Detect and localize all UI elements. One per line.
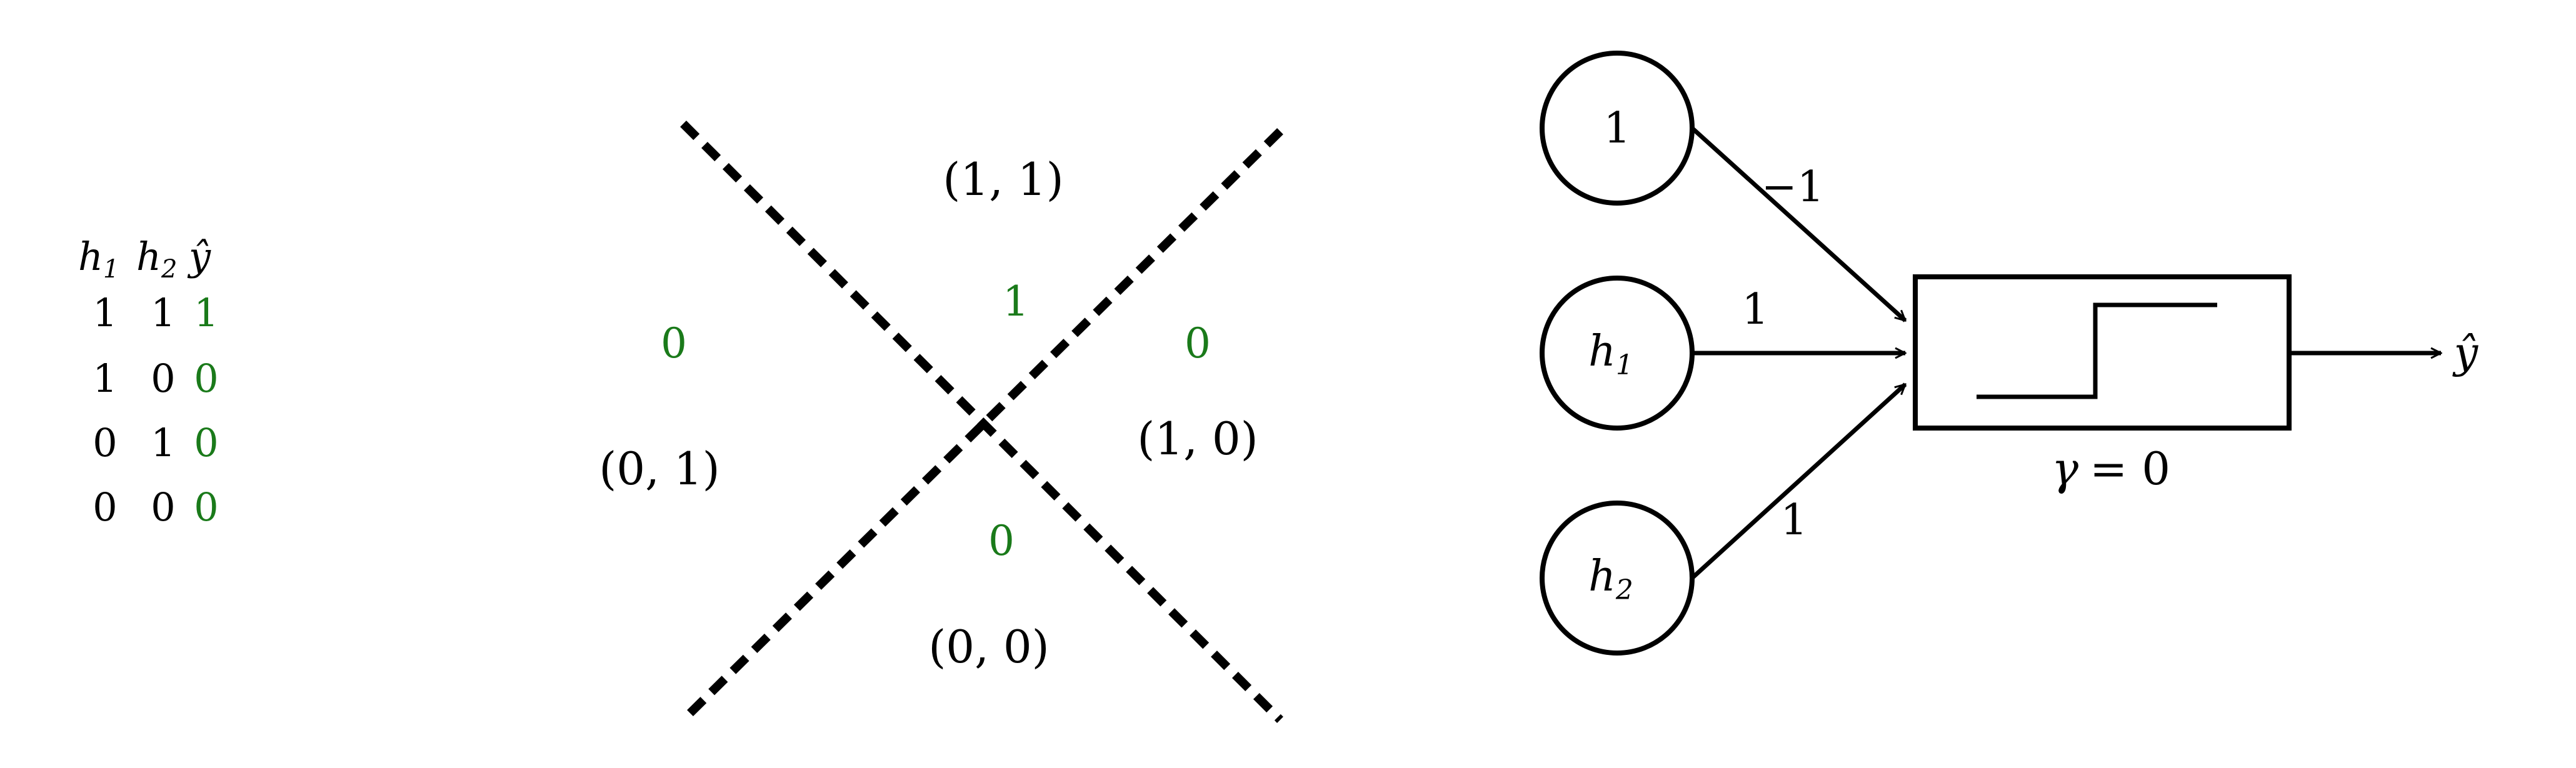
dashed-boundary-line-2 <box>680 128 1283 723</box>
row1-y: 1 <box>194 290 218 336</box>
row2-y: 0 <box>194 356 218 401</box>
truth-table: h1 h2 ŷ 1 1 1 1 0 0 0 1 0 0 0 0 <box>78 234 219 530</box>
row1-h1: 1 <box>93 290 117 336</box>
output-label-left: 0 <box>661 319 687 367</box>
row3-y: 0 <box>194 420 218 466</box>
output-label-y-hat: ŷ <box>2452 329 2479 378</box>
table-row: 0 1 0 <box>93 420 218 466</box>
coord-label-left: (0, 1) <box>599 442 720 495</box>
input-node-h1: h1 <box>1540 276 1695 431</box>
row4-y: 0 <box>194 484 218 530</box>
step-function-icon <box>1977 302 2217 399</box>
row4-h1: 0 <box>93 484 117 530</box>
edge-h2-to-unit <box>1690 382 1905 580</box>
weight-label-bias: −1 <box>1762 162 1824 212</box>
weight-label-h2: 1 <box>1780 496 1807 545</box>
header-y-hat: ŷ <box>187 234 211 279</box>
region-diagram: (1, 1) 1 0 (0, 1) 0 (1, 0) 0 (0, 0) <box>599 121 1283 723</box>
table-row: 0 0 0 <box>93 484 218 530</box>
table-row: 1 0 0 <box>93 356 218 401</box>
row3-h1: 0 <box>93 420 117 466</box>
row3-h2: 1 <box>151 420 175 466</box>
header-h2: h2 <box>136 234 177 284</box>
row2-h1: 1 <box>93 356 117 401</box>
row2-h2: 0 <box>151 356 175 401</box>
perceptron-diagram: 1 h1 h2 −1 1 1 γ= 0 ŷ <box>1540 51 2479 656</box>
step-activation-box <box>1913 274 2292 431</box>
coord-label-bottom: (0, 0) <box>928 621 1050 673</box>
output-label-bottom: 0 <box>988 517 1015 565</box>
coord-label-top: (1, 1) <box>943 153 1064 206</box>
threshold-label: γ= 0 <box>2052 442 2170 495</box>
truth-table-header: h1 h2 ŷ <box>78 234 211 284</box>
output-label-right: 0 <box>1185 319 1211 367</box>
row1-h2: 1 <box>151 290 175 336</box>
table-row: 1 1 1 <box>93 290 218 336</box>
input-node-bias: 1 <box>1540 51 1695 206</box>
input-node-h2: h2 <box>1540 501 1695 656</box>
weight-label-h1: 1 <box>1742 285 1768 334</box>
coord-label-right: (1, 0) <box>1137 412 1258 465</box>
node-label: 1 <box>1603 104 1630 153</box>
dashed-boundary-line-1 <box>680 121 1283 723</box>
node-label: h2 <box>1588 552 1633 606</box>
row4-h2: 0 <box>151 484 175 530</box>
node-label: h1 <box>1588 327 1633 381</box>
header-h1: h1 <box>78 234 119 284</box>
edge-bias-to-unit <box>1690 126 1905 322</box>
output-label-top: 1 <box>1003 277 1029 326</box>
